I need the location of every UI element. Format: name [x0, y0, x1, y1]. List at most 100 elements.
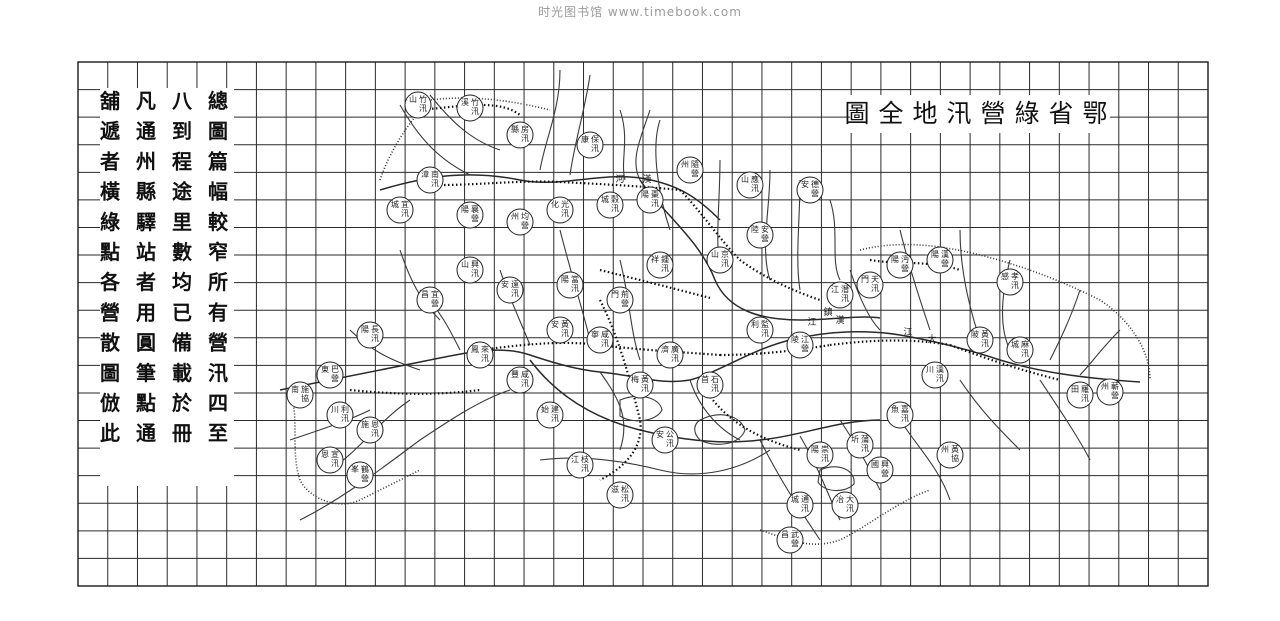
- post-label: 汛: [861, 444, 869, 453]
- post-label: 羅: [1081, 385, 1089, 394]
- garrison-post: 黃安汛: [546, 316, 574, 344]
- post-label: 山: [461, 259, 469, 269]
- post-label: 興: [881, 459, 889, 469]
- post-label: 咸: [521, 369, 529, 379]
- post-circle: [456, 256, 484, 284]
- post-circle: [831, 491, 859, 519]
- post-label: 冶: [836, 494, 844, 504]
- note-character: 篇: [207, 149, 228, 173]
- post-label: 山: [741, 174, 749, 184]
- post-label: 汛: [711, 384, 719, 393]
- note-character: 點: [100, 240, 120, 264]
- note-character: 縣: [136, 180, 156, 204]
- garrison-post: 枝江汛: [566, 451, 594, 479]
- post-circle: [921, 361, 949, 389]
- post-label: 營: [361, 473, 369, 483]
- post-label: 化: [551, 199, 559, 209]
- garrison-post: 荊門營: [606, 286, 634, 314]
- post-label: 汛: [521, 134, 529, 143]
- post-label: 安: [656, 429, 664, 439]
- post-label: 汛: [401, 209, 409, 218]
- garrison-post: 建始汛: [536, 401, 564, 429]
- post-circle: [846, 431, 874, 459]
- post-label: 寧: [591, 329, 599, 339]
- note-character: 驛: [136, 210, 156, 234]
- post-circle: [316, 446, 344, 474]
- post-label: 汛: [1081, 394, 1089, 403]
- garrison-post: 黃州協: [936, 441, 964, 469]
- post-circle: [416, 166, 444, 194]
- river-network: [279, 69, 1141, 541]
- post-label: 首: [701, 374, 709, 384]
- note-character: 途: [172, 180, 193, 204]
- garrison-post: 房縣汛: [506, 121, 534, 149]
- post-label: 城: [601, 195, 609, 204]
- map-label: 江: [903, 327, 912, 338]
- post-label: 蘄: [1111, 381, 1119, 391]
- post-label: 施: [361, 419, 369, 429]
- post-circle: [536, 401, 564, 429]
- post-label: 昌: [781, 530, 789, 539]
- garrison-post: 鶴峯營: [346, 461, 374, 489]
- post-circle: [886, 251, 914, 279]
- post-label: 棗: [651, 189, 659, 199]
- post-label: 汛: [1021, 349, 1029, 358]
- post-label: 宣: [331, 449, 339, 459]
- post-circle: [926, 246, 954, 274]
- note-character: 較: [208, 210, 229, 234]
- post-label: 汛: [901, 414, 909, 423]
- post-label: 陸: [751, 224, 759, 234]
- post-circle: [386, 196, 414, 224]
- post-label: 沔: [901, 255, 909, 264]
- post-label: 城: [391, 200, 399, 209]
- note-character: 至: [208, 421, 228, 445]
- post-label: 汛: [671, 354, 679, 363]
- post-label: 濟: [661, 344, 669, 354]
- title-character: 全: [878, 99, 903, 128]
- title-character: 地: [912, 99, 937, 128]
- title-character: 鄂: [1082, 99, 1107, 128]
- garrison-post: 利川汛: [326, 401, 354, 429]
- post-label: 汛: [371, 334, 379, 343]
- title-backing: [850, 95, 1110, 133]
- post-label: 巴: [331, 365, 339, 374]
- post-circle: [496, 276, 524, 304]
- garrison-post: 穀城汛: [596, 191, 624, 219]
- post-label: 汛: [471, 269, 479, 278]
- post-label: 陽: [811, 445, 819, 454]
- note-character: 到: [172, 119, 192, 143]
- post-label: 汛: [801, 504, 809, 513]
- post-circle: [776, 526, 804, 554]
- post-label: 汛: [981, 339, 989, 348]
- title-character: 營: [980, 99, 1005, 128]
- garrison-post: 漢陽營: [926, 246, 954, 274]
- post-label: 麻: [1021, 339, 1029, 349]
- title-character: 省: [1048, 99, 1073, 128]
- note-character: 圖: [208, 119, 228, 143]
- post-label: 安: [801, 179, 809, 189]
- post-label: 溪: [461, 97, 469, 107]
- garrison-post: 竹山汛: [404, 91, 432, 119]
- post-label: 崇: [821, 445, 829, 454]
- post-label: 大: [846, 494, 854, 504]
- post-label: 營: [1111, 390, 1119, 400]
- note-character: 舖: [100, 89, 120, 113]
- post-circle: [546, 196, 574, 224]
- post-circle: [866, 456, 894, 484]
- post-circle: [596, 191, 624, 219]
- post-circle: [646, 251, 674, 279]
- post-label: 公: [666, 430, 674, 439]
- post-circle: [456, 201, 484, 229]
- post-label: 營: [691, 168, 699, 178]
- post-label: 汛: [371, 429, 379, 438]
- map-note: 總圖篇幅較窄所有營汛四至八到程途里數均已備載於冊凡通州縣驛站者用圓筆點通舖遞者橫…: [99, 89, 229, 445]
- post-circle: [356, 321, 384, 349]
- post-circle: [786, 331, 814, 359]
- note-character: 通: [136, 421, 156, 445]
- post-label: 川: [331, 405, 339, 414]
- post-label: 保: [591, 134, 599, 144]
- post-label: 監: [761, 319, 769, 329]
- post-label: 陵: [791, 335, 799, 344]
- post-label: 營: [881, 468, 889, 478]
